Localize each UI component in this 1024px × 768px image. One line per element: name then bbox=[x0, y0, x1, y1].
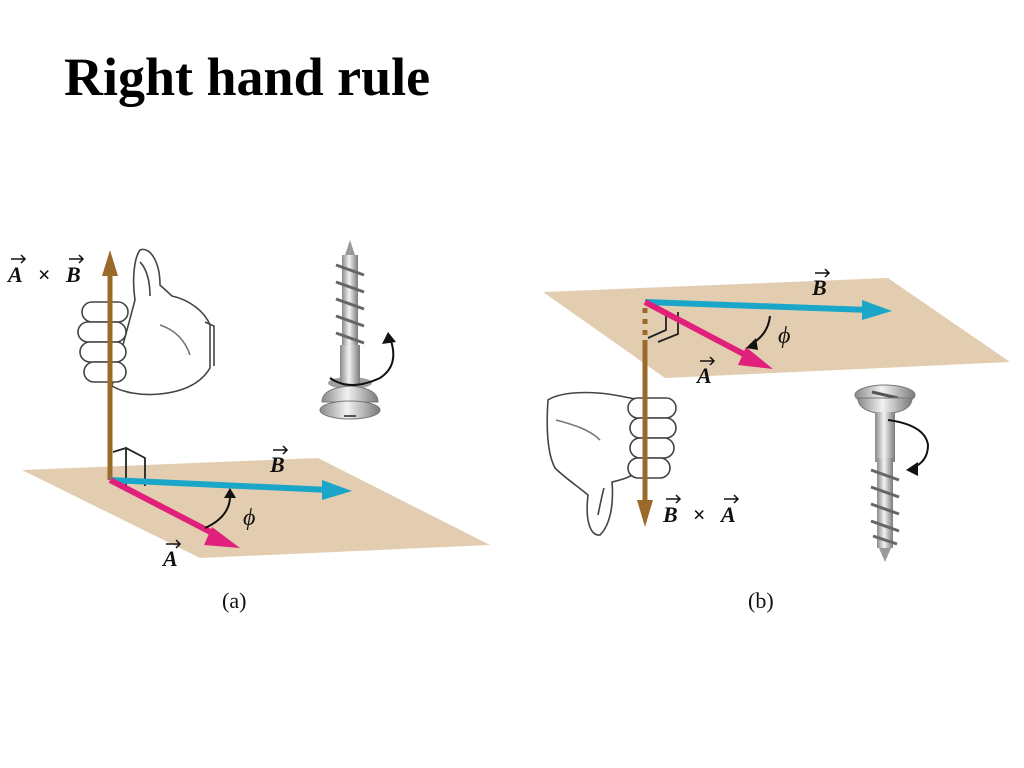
caption-a: (a) bbox=[222, 588, 246, 613]
vector-a-label-a: A bbox=[161, 539, 182, 571]
vector-b-label-a: B bbox=[269, 445, 289, 477]
vector-b-label-b: B bbox=[811, 268, 831, 300]
cross-label-a-left: A bbox=[6, 262, 23, 287]
hand-thumbs-down-icon bbox=[546, 391, 677, 536]
angle-label-b: ϕ bbox=[778, 323, 790, 349]
vector-b-label-a-text: B bbox=[269, 452, 285, 477]
vector-a-label-b: A bbox=[695, 356, 716, 388]
vector-b-label-b-text: B bbox=[811, 275, 827, 300]
screw-up-icon bbox=[319, 240, 381, 420]
cross-label-a: A × B bbox=[6, 254, 85, 287]
vector-a-label-a-text: A bbox=[161, 546, 178, 571]
cross-label-a-right: B bbox=[65, 262, 81, 287]
plane-a bbox=[22, 458, 490, 558]
vector-b-a bbox=[109, 477, 352, 500]
cross-label-b-left: B bbox=[662, 502, 678, 527]
angle-label-a: ϕ bbox=[243, 505, 255, 531]
panel-b: B A ϕ B × A (b) bbox=[543, 268, 1010, 613]
vector-a-a bbox=[108, 477, 240, 548]
cross-label-b: B × A bbox=[662, 494, 740, 527]
panel-a: A × B B A ϕ (a) bbox=[6, 240, 490, 613]
plane-b bbox=[543, 278, 1010, 378]
cross-label-a-op: × bbox=[38, 262, 51, 287]
right-angle-marker-a bbox=[112, 446, 146, 486]
cross-label-b-right: A bbox=[719, 502, 736, 527]
vector-b-b bbox=[644, 299, 892, 320]
screw-down-icon bbox=[854, 384, 916, 562]
hand-thumbs-up-icon bbox=[77, 248, 215, 396]
vector-a-b bbox=[643, 299, 773, 369]
page-title: Right hand rule bbox=[64, 47, 431, 107]
caption-b: (b) bbox=[748, 588, 774, 613]
rotation-arrow-a bbox=[329, 337, 395, 386]
rotation-arrow-b bbox=[887, 419, 930, 469]
vector-a-label-b-text: A bbox=[695, 363, 712, 388]
cross-label-b-op: × bbox=[693, 502, 706, 527]
